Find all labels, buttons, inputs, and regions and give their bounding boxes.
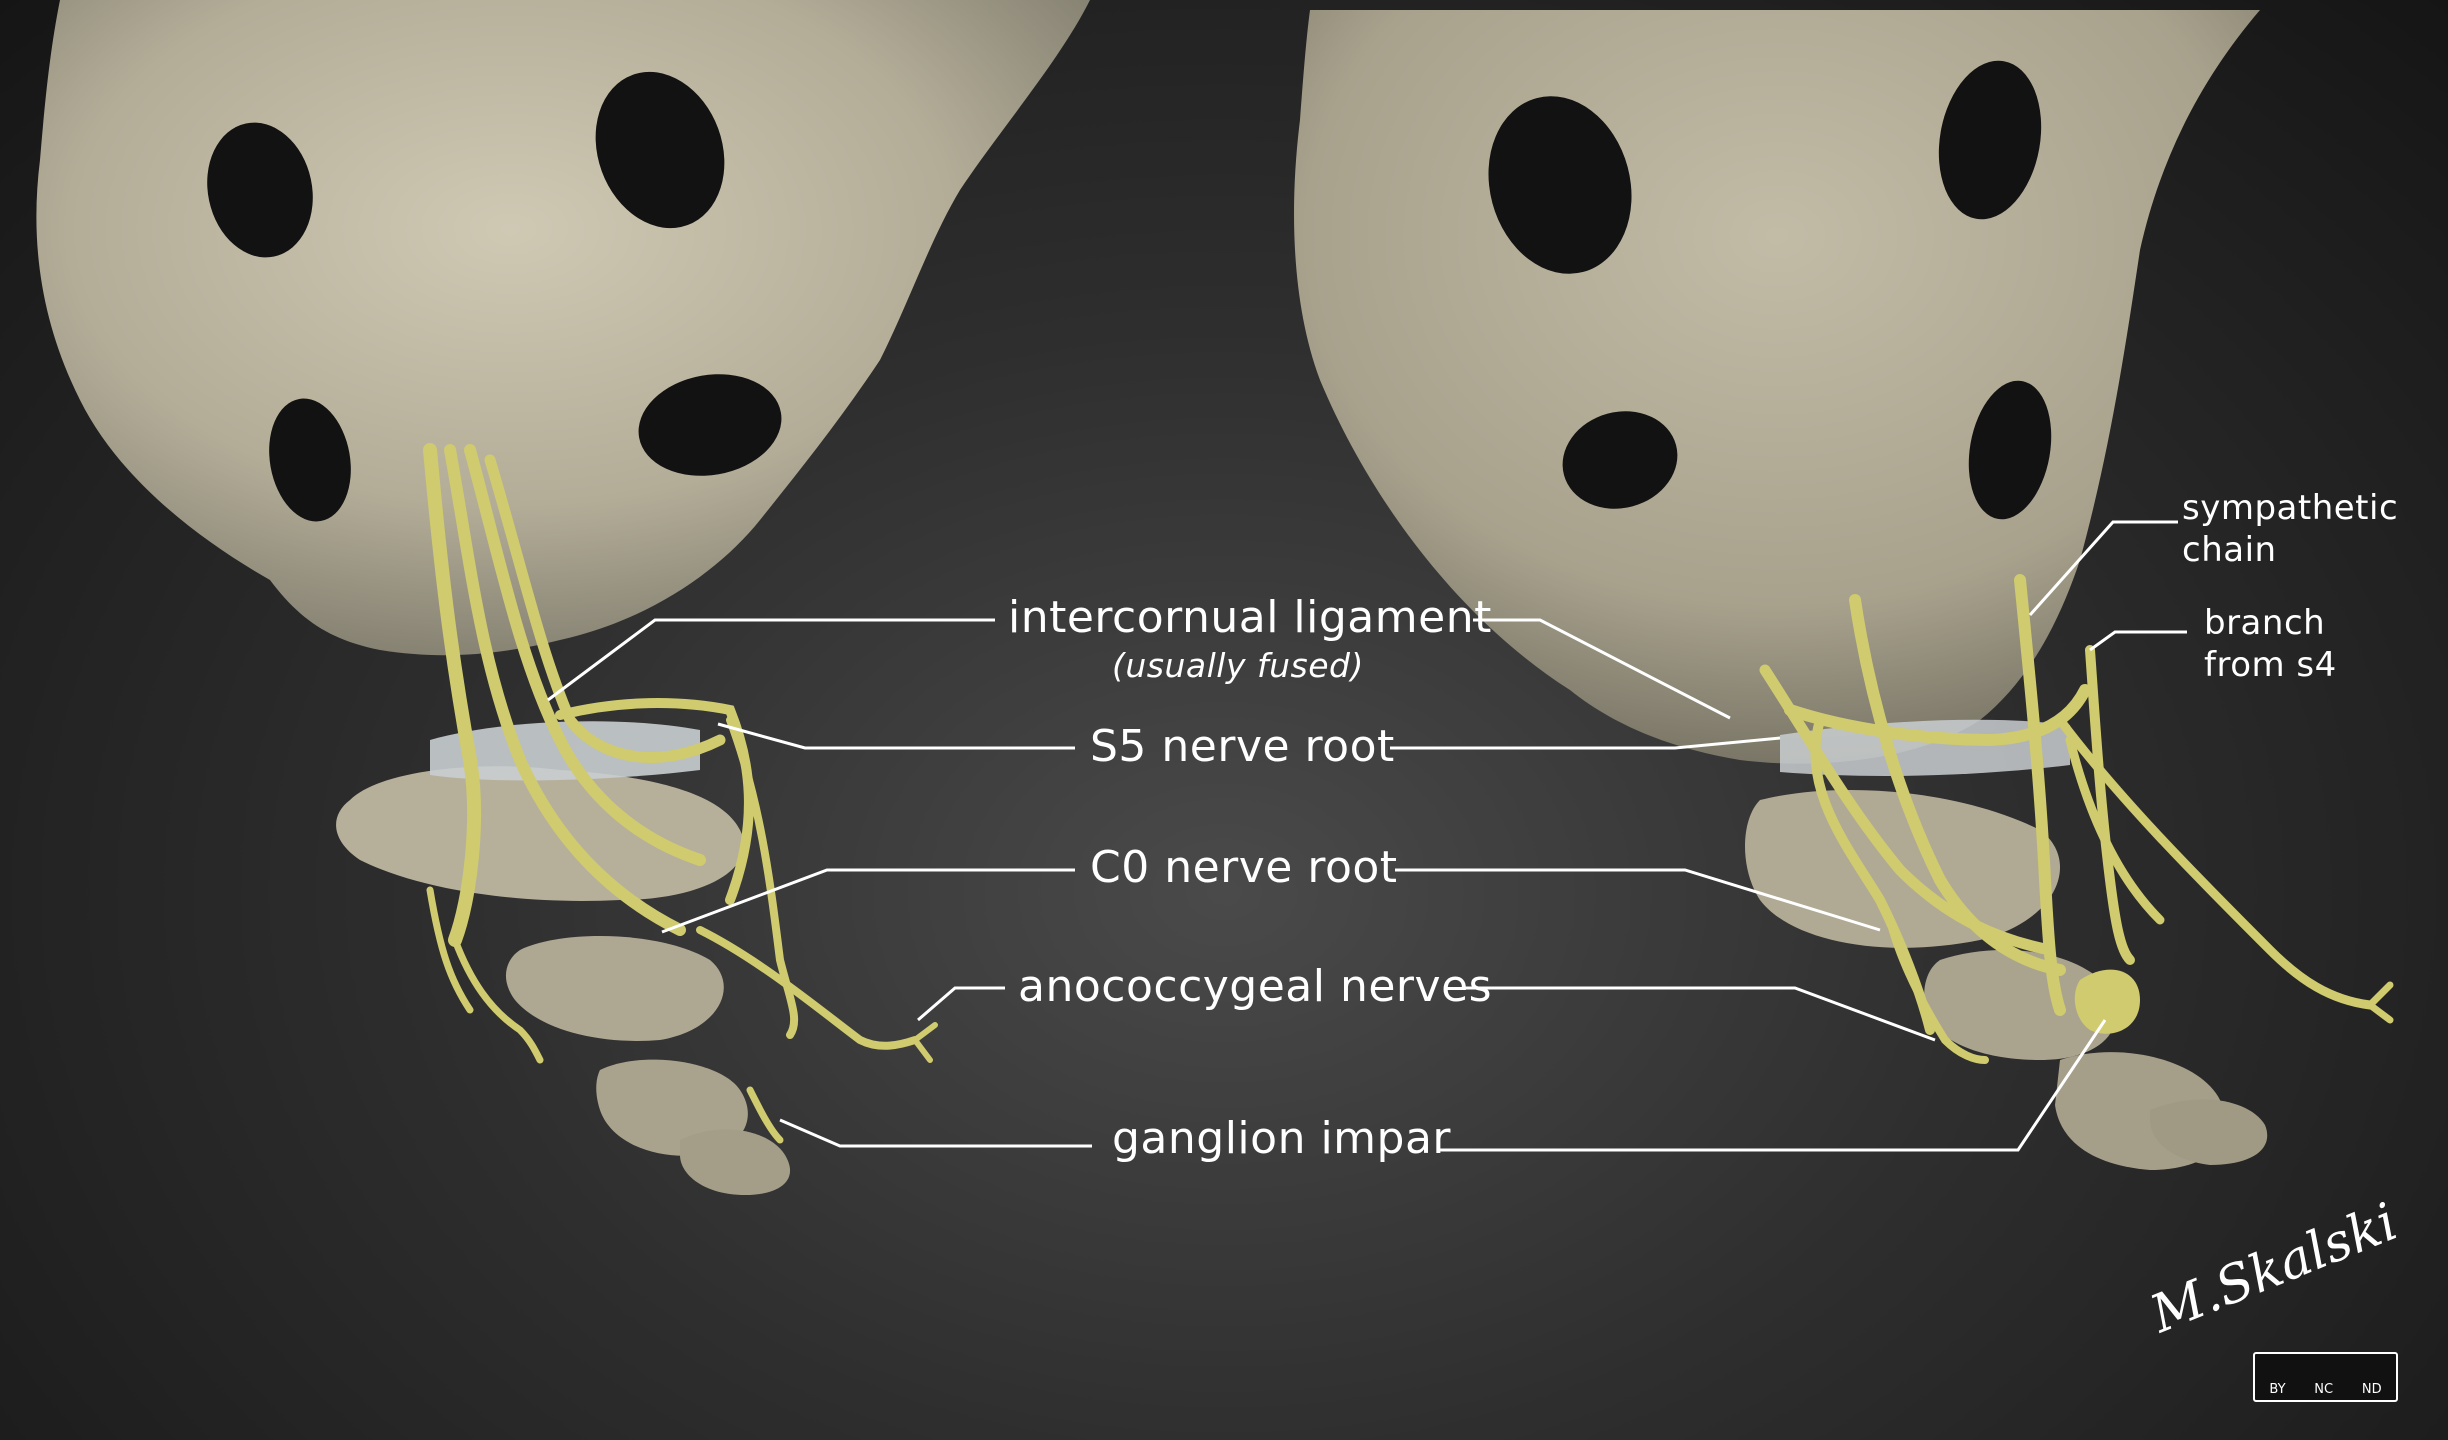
sacral-foramen [1488,96,1632,274]
sacral-foramen [1938,60,2042,220]
label-sympathetic-chain: sympathetic chain [2182,487,2398,571]
leader-lines [547,520,2187,1152]
leader-intercornual-right [1473,618,1731,720]
label-branch-from-s4: branch from s4 [2204,602,2337,686]
leader-sympathetic [2028,520,2178,616]
coccyx-segment [336,766,744,901]
sacrum-left-bone [36,0,1091,656]
sacrum-right-bone [1294,10,2260,764]
sacrum-posterior-view [36,0,1091,1195]
label-branch-line1: branch [2204,603,2326,643]
leader-s5-right [1390,736,1781,750]
cc-nd: ND [2361,1382,2382,1397]
label-ganglion-impar: ganglion impar [1112,1113,1452,1164]
cc-license-badge: BY NC ND [2253,1352,2398,1402]
coccyx-segment [505,936,724,1041]
label-intercornual-note: (usually fused) [1112,646,1364,685]
leader-branch [2089,630,2187,652]
leader-ganglion-right [1440,1019,2107,1152]
leader-anococcygeal-left [917,986,1005,1022]
ganglion-impar-node [2074,969,2140,1034]
leader-anococcygeal-right [1465,986,1936,1042]
sacral-foramen [1968,380,2052,520]
cc-by: BY [2269,1382,2286,1397]
leader-s5-left [717,722,1075,750]
label-sympathetic-line2: chain [2182,530,2277,570]
label-sympathetic-line1: sympathetic [2182,488,2399,528]
coccyx-segment [1924,950,2117,1060]
sacrum-lateral-view [1294,10,2394,1170]
sacral-foramen [1562,411,1678,509]
leader-c0-left [661,868,1075,934]
label-c0-nerve-root: C0 nerve root [1090,842,1398,893]
leader-ganglion-left [779,1118,1092,1148]
sacral-foramen [207,122,313,258]
sacral-foramen [595,71,725,229]
label-s5-nerve-root: S5 nerve root [1090,721,1395,772]
leader-c0-right [1395,868,1881,932]
label-intercornual-ligament: intercornual ligament [1008,592,1492,643]
label-branch-line2: from s4 [2204,645,2337,685]
label-anococcygeal-nerves: anococcygeal nerves [1018,961,1493,1012]
coccyx-segment [2150,1099,2268,1165]
coccyx-segment [680,1129,791,1195]
leader-intercornual-left [547,618,995,702]
sacral-foramen [269,398,351,522]
sacral-foramen [638,374,782,476]
nerves-left [423,443,938,1144]
nerves-right [1759,574,2394,1064]
cc-nc: NC [2314,1382,2334,1397]
